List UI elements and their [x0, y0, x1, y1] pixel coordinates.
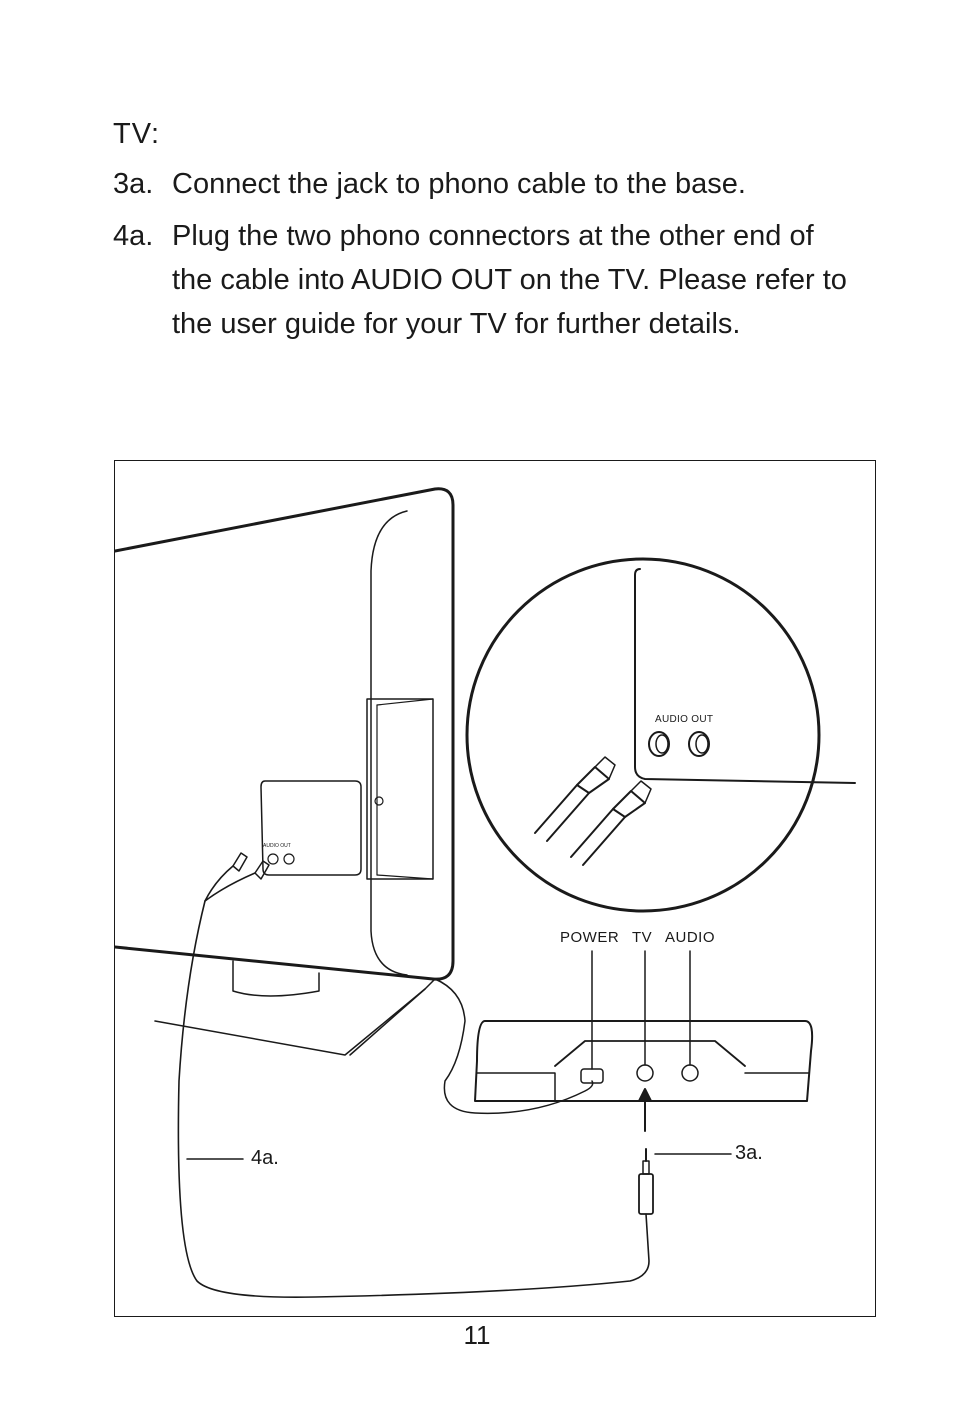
connection-diagram: AUDIO OUT AUDIO OUT POWER TV AUDIO 4a. 3…: [114, 460, 876, 1317]
zoom-port-label: AUDIO OUT: [655, 714, 714, 725]
tv-port-label: AUDIO OUT: [263, 843, 291, 849]
base-unit: [474, 950, 814, 1132]
tv-stand: [115, 946, 436, 1056]
audio-port-label: AUDIO: [665, 929, 716, 946]
callout-3a: 3a.: [735, 1142, 763, 1164]
zoom-detail: [465, 557, 856, 913]
section-heading: TV:: [113, 118, 161, 150]
step-number: 3a.: [113, 168, 154, 200]
jack-cable: [177, 852, 654, 1298]
tv-port-label-base: TV: [632, 929, 653, 946]
callout-4a: 4a.: [251, 1147, 279, 1169]
step-number: 4a.: [113, 220, 154, 252]
step-text: Connect the jack to phono cable to the b…: [172, 168, 746, 200]
diagram-illustration: [115, 487, 856, 1298]
tv-back-panel: [115, 487, 455, 981]
power-port-label: POWER: [560, 929, 620, 946]
power-cable: [434, 978, 594, 1115]
step-text: Plug the two phono connectors at the oth…: [172, 220, 847, 340]
page-number: 11: [463, 1320, 491, 1350]
